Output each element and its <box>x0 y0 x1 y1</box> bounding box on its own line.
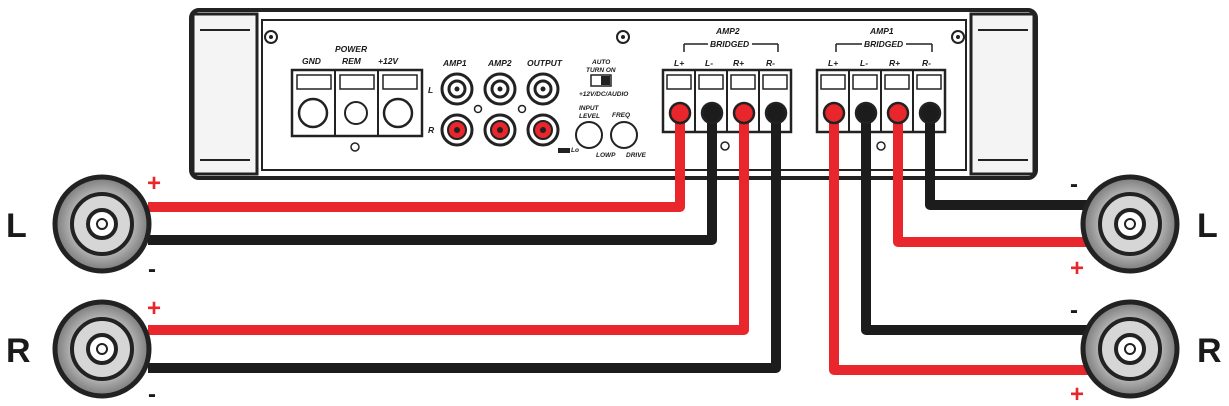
amp2-rca-label: AMP2 <box>487 58 512 68</box>
rca-jack-icon <box>440 72 474 106</box>
switch-caption-label: +12V/DC/AUDIO <box>579 91 628 98</box>
amplifier: GND POWER REM +12V AMP1 AMP2 OUTPUT L R <box>189 8 1038 180</box>
rca-jack-red-icon <box>440 113 474 147</box>
rem-label: REM <box>342 56 362 66</box>
speaker-side-label: L <box>6 207 27 245</box>
screw-icon <box>616 30 630 44</box>
amp1-terminal-label: R+ <box>889 58 900 68</box>
positive-sign: + <box>147 170 161 197</box>
speaker-right-r: R - + <box>1070 297 1222 406</box>
rca-jack-icon <box>526 72 560 106</box>
rca-jack-red-icon <box>526 113 560 147</box>
input-level-knob[interactable] <box>575 121 603 149</box>
auto-label: AUTO <box>591 59 610 66</box>
left-endcap <box>191 12 259 176</box>
negative-sign: - <box>1070 171 1078 198</box>
speaker-side-label: L <box>1197 207 1218 245</box>
wire-right-l-negative <box>925 113 1092 210</box>
wire-left-l-negative <box>148 113 717 245</box>
terminal-screw-icon <box>918 101 942 125</box>
terminal-screw-icon <box>854 101 878 125</box>
freq-knob[interactable] <box>610 121 638 149</box>
negative-sign: - <box>148 381 156 406</box>
amp1-terminal-label: L+ <box>828 58 838 68</box>
amp1-terminal-label: L- <box>860 58 868 68</box>
amp1-terminal-label: R- <box>922 58 931 68</box>
speaker-left-r: R + - <box>6 295 161 406</box>
turn-on-label: TURN ON <box>586 67 616 74</box>
plus12v-screw-icon <box>382 97 414 129</box>
positive-sign: + <box>1070 381 1084 406</box>
terminal-screw-icon <box>764 101 788 125</box>
freq-bottom-label: DRIVE <box>626 152 647 159</box>
input-label: INPUT <box>579 105 600 112</box>
rca-right-label: R <box>428 125 435 135</box>
terminal-screw-icon <box>886 101 910 125</box>
terminal-screws <box>668 101 942 125</box>
power-led-icon <box>350 142 360 152</box>
negative-sign: - <box>148 256 156 283</box>
right-endcap <box>969 12 1036 176</box>
amp2-terminal-label: R- <box>766 58 775 68</box>
speaker-left-l: L + - <box>6 170 161 283</box>
wire-right-l-positive <box>893 113 1092 247</box>
speaker-side-label: R <box>6 332 31 370</box>
rca-left-label: L <box>428 85 433 95</box>
screw-icon <box>264 30 278 44</box>
terminal-screw-icon <box>668 101 692 125</box>
rca-section: AMP1 AMP2 OUTPUT L R <box>428 58 563 147</box>
terminal-screw-icon <box>732 101 756 125</box>
svg-text:Lo: Lo <box>571 147 579 154</box>
speaker-side-label: R <box>1197 332 1222 370</box>
wire-left-r-positive <box>148 113 749 335</box>
freq-label: FREQ <box>612 112 630 119</box>
negative-sign: - <box>1070 297 1078 324</box>
positive-sign: + <box>1070 255 1084 282</box>
output-rca-label: OUTPUT <box>527 58 563 68</box>
amp2-terminal-label: R+ <box>733 58 744 68</box>
controls-section: AUTO TURN ON +12V/DC/AUDIO INPUT LEVEL F… <box>558 59 647 159</box>
amp2-title: AMP2 <box>715 26 740 36</box>
wire-right-r-negative <box>861 113 1092 335</box>
lowp-label: LOWP <box>596 152 616 159</box>
amp2-bridged-label: BRIDGED <box>710 39 749 49</box>
wire-left-r-negative <box>148 113 781 373</box>
rca-jack-icon <box>483 72 517 106</box>
wire-right-r-positive <box>829 113 1092 375</box>
speaker-right-l: L - + <box>1070 171 1218 282</box>
amp2-terminal-label: L- <box>705 58 713 68</box>
amp1-title: AMP1 <box>869 26 894 36</box>
gnd-screw-icon <box>297 97 329 129</box>
rca-jack-red-icon <box>483 113 517 147</box>
amp1-rca-label: AMP1 <box>442 58 467 68</box>
power-terminal-block: GND POWER REM +12V <box>290 44 424 152</box>
speaker-wires <box>148 113 1092 375</box>
wire-left-l-positive <box>148 113 685 212</box>
amp2-terminal-label: L+ <box>674 58 684 68</box>
gnd-label: GND <box>302 56 321 66</box>
positive-sign: + <box>147 295 161 322</box>
level-label: LEVEL <box>579 113 600 120</box>
terminal-screw-icon <box>822 101 846 125</box>
amp1-bridged-label: BRIDGED <box>864 39 903 49</box>
rem-screw-icon <box>344 101 368 125</box>
power-label: POWER <box>335 44 368 54</box>
terminal-screw-icon <box>700 101 724 125</box>
screw-icon <box>951 30 965 44</box>
plus12v-label: +12V <box>378 56 399 66</box>
